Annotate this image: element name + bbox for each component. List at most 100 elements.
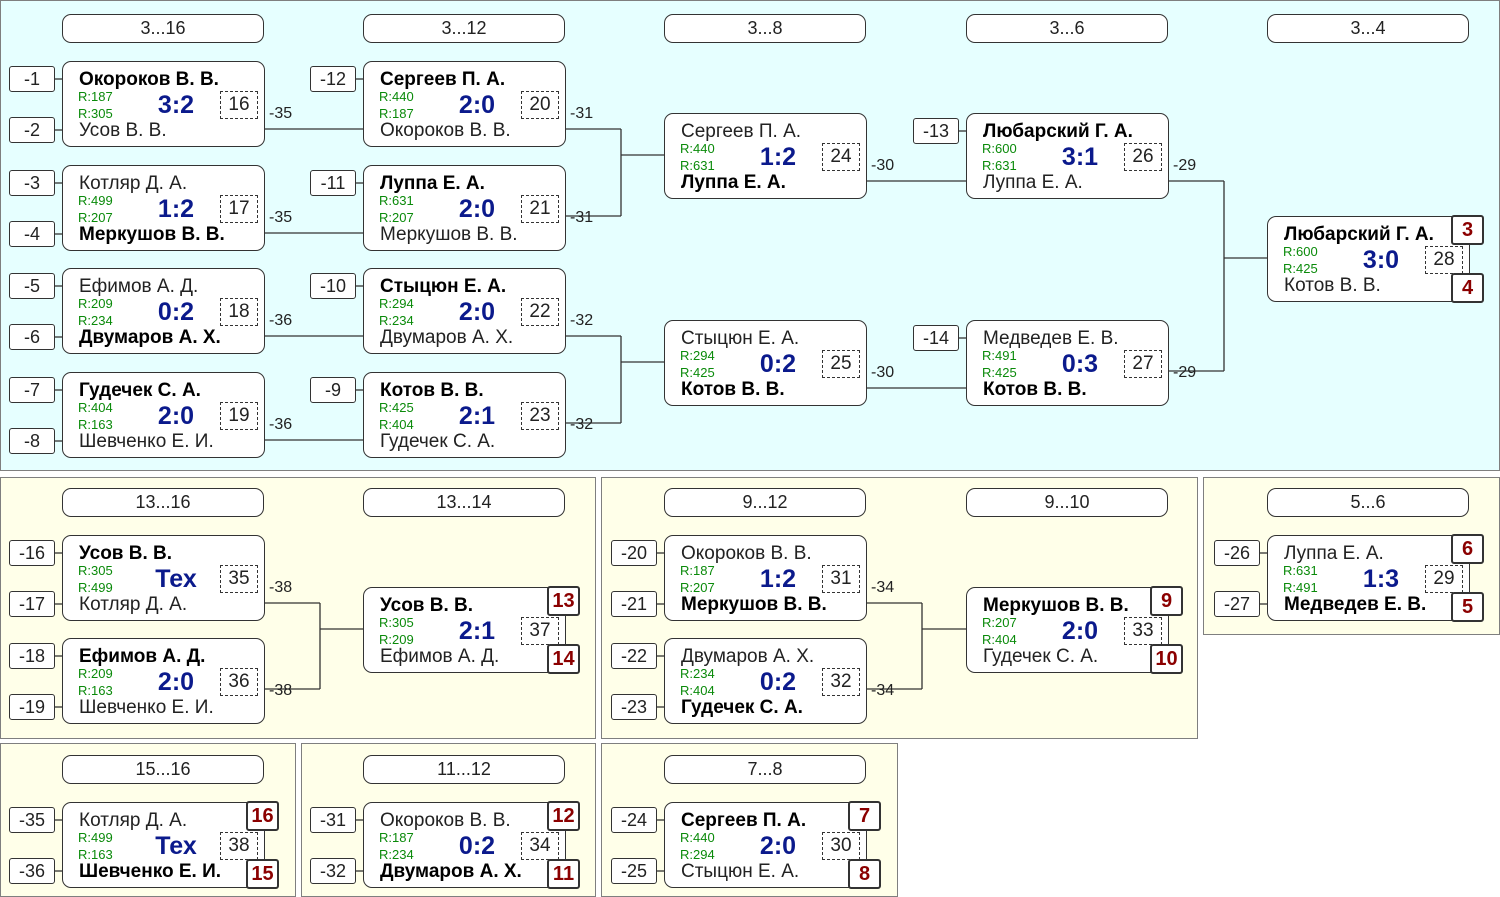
player-bottom: Усов В. В. [79, 120, 167, 141]
place-badge: 16 [246, 801, 279, 831]
player-bottom: Гудечек С. А. [380, 431, 496, 452]
loser-destination: -38 [269, 579, 293, 596]
seed-slot: -32 [310, 858, 356, 884]
loser-destination: -30 [871, 364, 895, 381]
player-top: Котов В. В. [380, 380, 484, 401]
player-bottom: Шевченко Е. И. [79, 697, 214, 718]
player-bottom: Котов В. В. [1284, 275, 1381, 296]
match-score: 2:0 [458, 91, 496, 119]
match-number: 37 [521, 617, 559, 645]
place-badge: 5 [1451, 592, 1484, 622]
match-score: 0:2 [458, 832, 496, 860]
match-number: 22 [521, 298, 559, 326]
player-top: Сергеев П. А. [681, 810, 807, 831]
player-top: Меркушов В. В. [983, 595, 1129, 616]
player-top: Окороков В. В. [79, 69, 219, 90]
match-number: 26 [1124, 143, 1162, 171]
match-score: Тех [155, 832, 197, 860]
player-bottom: Ефимов А. Д. [380, 646, 500, 667]
rating-top: R:234 [680, 666, 715, 681]
rating-top: R:631 [1283, 563, 1318, 578]
player-bottom: Двумаров А. Х. [79, 327, 221, 348]
match-number: 38 [220, 832, 258, 860]
rating-top: R:440 [680, 141, 715, 156]
rating-top: R:499 [78, 193, 113, 208]
player-top: Окороков В. В. [380, 810, 511, 831]
place-badge: 15 [246, 859, 279, 889]
seed-slot: -35 [9, 807, 55, 833]
loser-destination: -30 [871, 157, 895, 174]
player-top: Ефимов А. Д. [79, 646, 206, 667]
seed-slot: -1 [9, 66, 55, 92]
loser-destination: -36 [269, 416, 293, 433]
player-top: Усов В. В. [380, 595, 474, 616]
player-bottom: Котов В. В. [983, 379, 1087, 400]
rating-bottom: R:163 [78, 847, 113, 862]
rating-top: R:440 [379, 89, 414, 104]
rating-bottom: R:294 [680, 847, 715, 862]
match-score: 0:2 [759, 350, 797, 378]
match-number: 35 [220, 565, 258, 593]
rating-top: R:404 [78, 400, 113, 415]
place-badge: 7 [848, 801, 881, 831]
round-header: 3...16 [62, 14, 264, 43]
loser-destination: -34 [871, 682, 895, 699]
place-badge: 3 [1451, 215, 1484, 245]
place-badge: 12 [547, 801, 580, 831]
player-top: Ефимов А. Д. [79, 276, 199, 297]
rating-bottom: R:404 [982, 632, 1017, 647]
rating-top: R:600 [982, 141, 1017, 156]
player-top: Луппа Е. А. [380, 173, 485, 194]
seed-slot: -26 [1214, 540, 1260, 566]
rating-top: R:499 [78, 830, 113, 845]
match-number: 19 [220, 402, 258, 430]
match-score: 0:3 [1061, 350, 1099, 378]
player-top: Усов В. В. [79, 543, 173, 564]
rating-bottom: R:207 [379, 210, 414, 225]
player-bottom: Котов В. В. [681, 379, 785, 400]
seed-slot: -14 [913, 325, 959, 351]
seed-slot: -3 [9, 170, 55, 196]
player-bottom: Луппа Е. А. [681, 172, 786, 193]
player-bottom: Шевченко Е. И. [79, 861, 221, 882]
player-bottom: Меркушов В. В. [681, 594, 827, 615]
match-number: 36 [220, 668, 258, 696]
match-score: 1:3 [1362, 565, 1400, 593]
seed-slot: -9 [310, 377, 356, 403]
rating-bottom: R:499 [78, 580, 113, 595]
seed-slot: -10 [310, 273, 356, 299]
match-score: 2:0 [157, 402, 195, 430]
match-score: 3:1 [1061, 143, 1099, 171]
place-badge: 4 [1451, 273, 1484, 303]
round-header: 3...12 [363, 14, 565, 43]
match-score: 2:1 [458, 402, 496, 430]
round-header: 3...4 [1267, 14, 1469, 43]
rating-top: R:631 [379, 193, 414, 208]
place-badge: 6 [1451, 534, 1484, 564]
match-score: 2:0 [458, 298, 496, 326]
